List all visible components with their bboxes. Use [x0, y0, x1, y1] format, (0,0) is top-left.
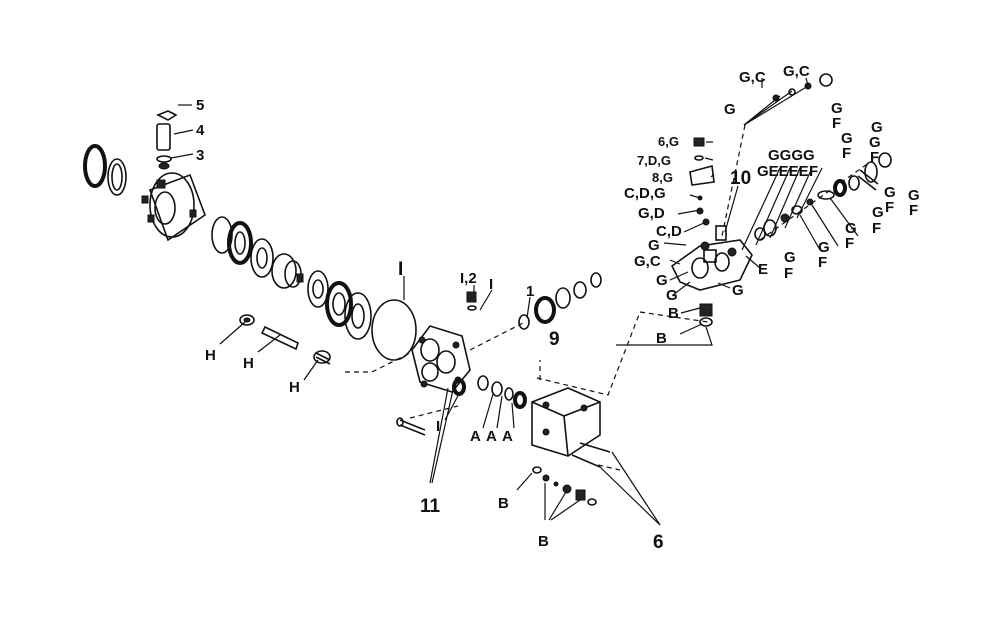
label-g-r2: G	[841, 130, 853, 147]
assembly-centerline	[345, 124, 871, 471]
label-7dg: 7,D,G	[637, 153, 671, 168]
bearing-hub	[271, 253, 329, 308]
label-a-3: A	[502, 428, 513, 445]
bearing-set-1	[518, 272, 602, 330]
label-g-l3: G	[666, 287, 678, 304]
label-4: 4	[196, 122, 205, 139]
housing-drive-end	[141, 172, 206, 242]
label-f-r1: F	[832, 115, 841, 132]
thrust-washers	[211, 216, 274, 278]
label-gc-2: G,C	[783, 63, 810, 80]
label-f-r3: F	[870, 149, 879, 166]
label-g-l4: G	[732, 282, 744, 299]
label-10: 10	[730, 168, 751, 189]
label-cdg: C,D,G	[624, 185, 666, 202]
fitting-i2	[466, 291, 477, 311]
label-a-2: A	[486, 428, 497, 445]
label-g-top: G	[724, 101, 736, 118]
label-b-3: B	[498, 495, 509, 512]
valve-body	[670, 225, 753, 291]
manifold-lower	[531, 387, 611, 468]
label-gggg: GGGG	[768, 147, 815, 164]
label-e-mid: E	[758, 261, 768, 278]
seal-rings-left	[83, 144, 127, 196]
label-g-r9: G	[818, 239, 830, 256]
label-g-r8: G	[845, 220, 857, 237]
label-f-r9: F	[784, 265, 793, 282]
label-f-r2: F	[842, 145, 851, 162]
label-f-r5: F	[885, 199, 894, 216]
label-b-4: B	[538, 533, 549, 550]
label-g-l2: G	[656, 272, 668, 289]
label-1: 1	[526, 283, 534, 300]
label-f-r4: F	[909, 202, 918, 219]
label-h-2: H	[243, 355, 254, 372]
label-i-low: I	[436, 418, 440, 435]
label-h-3: H	[289, 379, 300, 396]
label-gc-3: G,C	[634, 253, 661, 270]
label-f-r7: F	[845, 235, 854, 252]
label-8g: 8,G	[652, 170, 673, 185]
label-g-r4: G	[869, 134, 881, 151]
leader-lines	[170, 77, 859, 526]
label-i2: I,2	[460, 270, 477, 287]
label-gc-1: G,C	[739, 69, 766, 86]
label-g-r10: G	[784, 249, 796, 266]
label-6g: 6,G	[658, 134, 679, 149]
label-11: 11	[420, 496, 441, 517]
label-geeee: GEEEE	[757, 163, 809, 180]
label-6: 6	[653, 532, 664, 553]
label-g-r7: G	[872, 204, 884, 221]
label-g-r5: G	[908, 187, 920, 204]
valve-upper-parts	[689, 137, 715, 226]
label-b-2: B	[656, 330, 667, 347]
label-f-r6: F	[872, 220, 881, 237]
cylinder-head-body	[411, 325, 471, 393]
label-g-r1: G	[831, 100, 843, 117]
bolt	[396, 417, 426, 436]
b-spring	[699, 303, 713, 327]
label-a-1: A	[470, 428, 481, 445]
h-parts	[239, 314, 331, 365]
label-9: 9	[549, 329, 560, 350]
label-f-a: F	[809, 163, 818, 180]
pistons-and-plates	[325, 281, 417, 361]
label-5: 5	[196, 97, 204, 114]
label-i-small: I	[489, 276, 493, 293]
label-b-1: B	[668, 305, 679, 322]
label-g-r6: G	[884, 184, 896, 201]
label-g-r3: G	[871, 119, 883, 136]
plug-assembly	[156, 110, 178, 170]
a-seals	[452, 375, 527, 409]
label-3: 3	[196, 147, 204, 164]
part-labels: 5 4 3 G,C G,C G 6,G 7,D,G 8,G 10 GGGG GE…	[196, 63, 920, 553]
b-plugs	[532, 466, 597, 506]
label-g-l1: G	[648, 237, 660, 254]
label-i-top: I	[398, 259, 403, 280]
label-gd: G,D	[638, 205, 665, 222]
label-f-r8: F	[818, 254, 827, 271]
label-cd: C,D	[656, 223, 682, 240]
label-h-1: H	[205, 347, 216, 364]
